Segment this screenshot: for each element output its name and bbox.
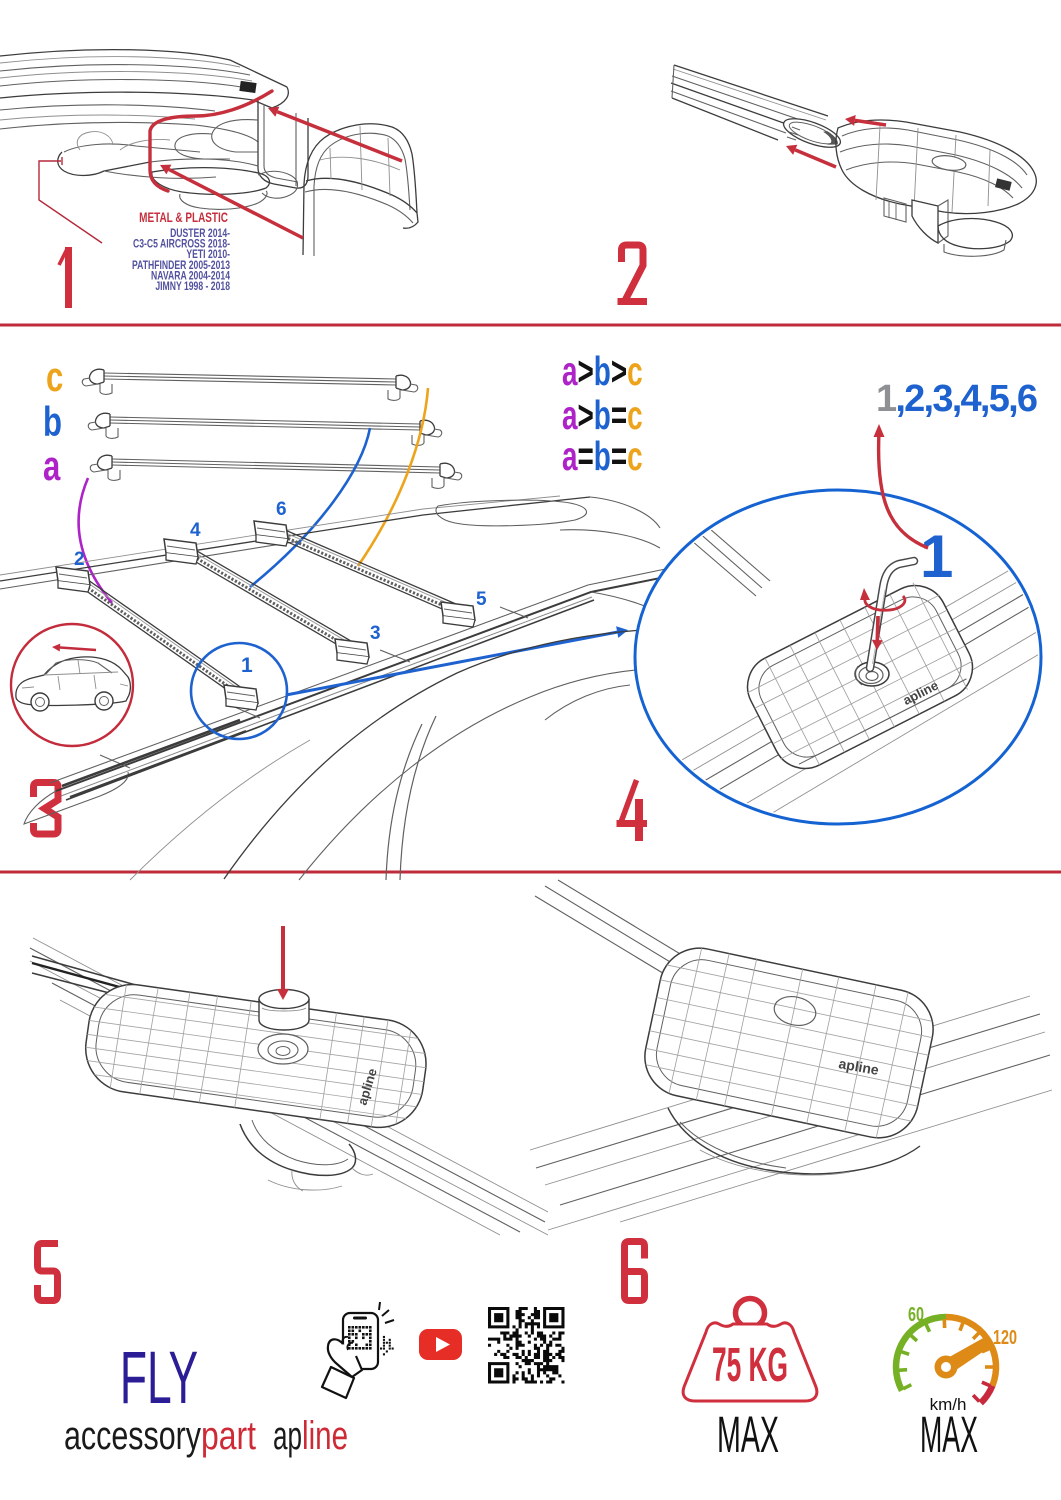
svg-text:6: 6 (276, 499, 287, 520)
svg-text:1: 1 (241, 654, 253, 677)
svg-text:1,2,3,4,5,6: 1,2,3,4,5,6 (876, 378, 1038, 420)
svg-text:line: line (302, 1414, 348, 1458)
svg-text:b: b (43, 398, 62, 445)
svg-text:a=b=c: a=b=c (562, 434, 643, 480)
svg-text:km/h: km/h (930, 1395, 967, 1414)
svg-text:PATHFINDER 2005-2013: PATHFINDER 2005-2013 (132, 260, 230, 273)
svg-text:part: part (201, 1414, 256, 1458)
svg-text:3: 3 (370, 623, 381, 644)
svg-text:4: 4 (190, 520, 201, 541)
svg-text:a>b=c: a>b=c (562, 393, 643, 439)
svg-text:accessory: accessory (64, 1414, 201, 1458)
svg-text:1: 1 (920, 523, 953, 590)
svg-text:apline: apline (837, 1055, 880, 1078)
svg-text:YETI 2010-: YETI 2010- (186, 249, 230, 262)
svg-text:DUSTER 2014-: DUSTER 2014- (170, 228, 230, 241)
svg-text:FLY: FLY (120, 1336, 198, 1418)
svg-text:METAL & PLASTIC: METAL & PLASTIC (139, 209, 228, 225)
svg-text:75 KG: 75 KG (712, 1339, 788, 1392)
svg-text:a>b>c: a>b>c (562, 349, 643, 395)
svg-text:5: 5 (476, 589, 487, 610)
svg-text:120: 120 (993, 1326, 1017, 1349)
svg-text:JIMNY 1998 - 2018: JIMNY 1998 - 2018 (155, 281, 230, 294)
svg-text:NAVARA 2004-2014: NAVARA 2004-2014 (151, 270, 230, 283)
svg-text:MAX: MAX (920, 1406, 978, 1463)
svg-text:C3-C5 AIRCROSS 2018-: C3-C5 AIRCROSS 2018- (133, 238, 230, 251)
svg-text:c: c (46, 353, 63, 400)
svg-text:ap: ap (273, 1414, 302, 1458)
svg-text:2: 2 (74, 549, 85, 570)
svg-text:60: 60 (908, 1303, 924, 1326)
svg-text:a: a (43, 442, 61, 489)
svg-text:MAX: MAX (717, 1406, 779, 1463)
